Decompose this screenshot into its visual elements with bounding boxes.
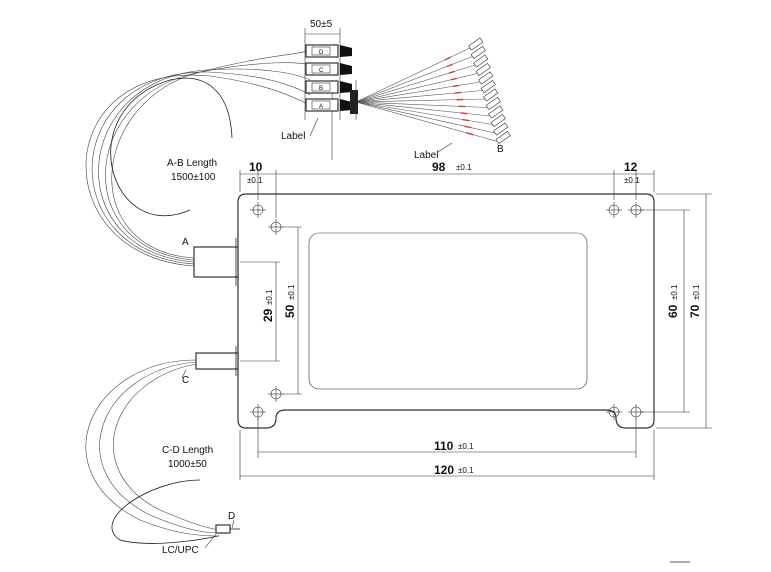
port-a-boot (194, 238, 238, 286)
cd-length-value: 1000±50 (168, 459, 207, 470)
pigtail-detail (305, 28, 356, 160)
fiber-marker (451, 78, 457, 79)
connector-b (306, 81, 352, 93)
dim-edge-10: 10 (249, 160, 263, 174)
module-body (238, 194, 654, 428)
ab-length-value: 1500±100 (171, 172, 216, 183)
dim-pitch-98-tol: ±0.1 (456, 163, 472, 172)
dim-edge-12-tol: ±0.1 (624, 176, 640, 185)
ab-length-title: A-B Length (167, 158, 217, 169)
dim-port-29-tol: ±0.1 (265, 289, 274, 305)
dim-port-29: 29 (261, 308, 275, 322)
dim-height-70: 70 (688, 304, 702, 318)
connector-tag-a: A (319, 104, 323, 110)
fanout-fibers (350, 38, 510, 144)
connector-a (306, 99, 352, 111)
fiber-marker (461, 113, 468, 114)
dim-pigtail-50: 50±5 (310, 19, 333, 30)
fiber-marker (464, 126, 471, 128)
fanout-fiber (356, 74, 478, 103)
fanout-fiber (356, 102, 490, 116)
fiber-marker (455, 92, 461, 93)
connector-d (306, 45, 352, 57)
fiber-marker (453, 85, 459, 86)
port-c-label: C (182, 375, 189, 386)
bundle-clamp (350, 90, 358, 114)
fanout-fiber (356, 48, 470, 102)
connector-c (306, 63, 352, 75)
fiber-marker (462, 120, 469, 121)
dim-width-110-tol: ±0.1 (458, 442, 474, 451)
dim-pitch-98: 98 (432, 160, 446, 174)
lc-upc-connector (216, 525, 240, 533)
fiber-marker (447, 64, 453, 66)
port-d-label: D (228, 511, 235, 522)
connector-tag-b: B (319, 86, 323, 92)
cd-length-title: C-D Length (162, 445, 213, 456)
dim-width-110: 110 (434, 439, 454, 453)
connector-tag-c: C (319, 68, 324, 74)
dim-height-60: 60 (666, 304, 680, 318)
fiber-marker (466, 133, 473, 135)
label-left: Label (281, 131, 305, 142)
dim-height-70-tol: ±0.1 (692, 284, 701, 300)
port-a-label: A (182, 237, 189, 248)
port-b-label: B (497, 144, 504, 155)
connector-type-label: LC/UPC (162, 545, 199, 556)
label-right-leader (438, 143, 452, 152)
connector-tag-d: D (319, 50, 324, 56)
fiber-marker (449, 71, 455, 73)
dim-port-50: 50 (283, 304, 297, 318)
dim-port-50-tol: ±0.1 (287, 284, 296, 300)
dim-edge-12: 12 (624, 160, 638, 174)
dim-height-60-tol: ±0.1 (670, 284, 679, 300)
label-right: Label (414, 150, 438, 161)
dim-width-120-tol: ±0.1 (458, 466, 474, 475)
label-left-leader (310, 118, 318, 136)
dim-edge-10-tol: ±0.1 (247, 176, 263, 185)
dim-width-120: 120 (434, 463, 454, 477)
fiber-marker (445, 57, 451, 60)
port-c-boot (196, 346, 238, 376)
